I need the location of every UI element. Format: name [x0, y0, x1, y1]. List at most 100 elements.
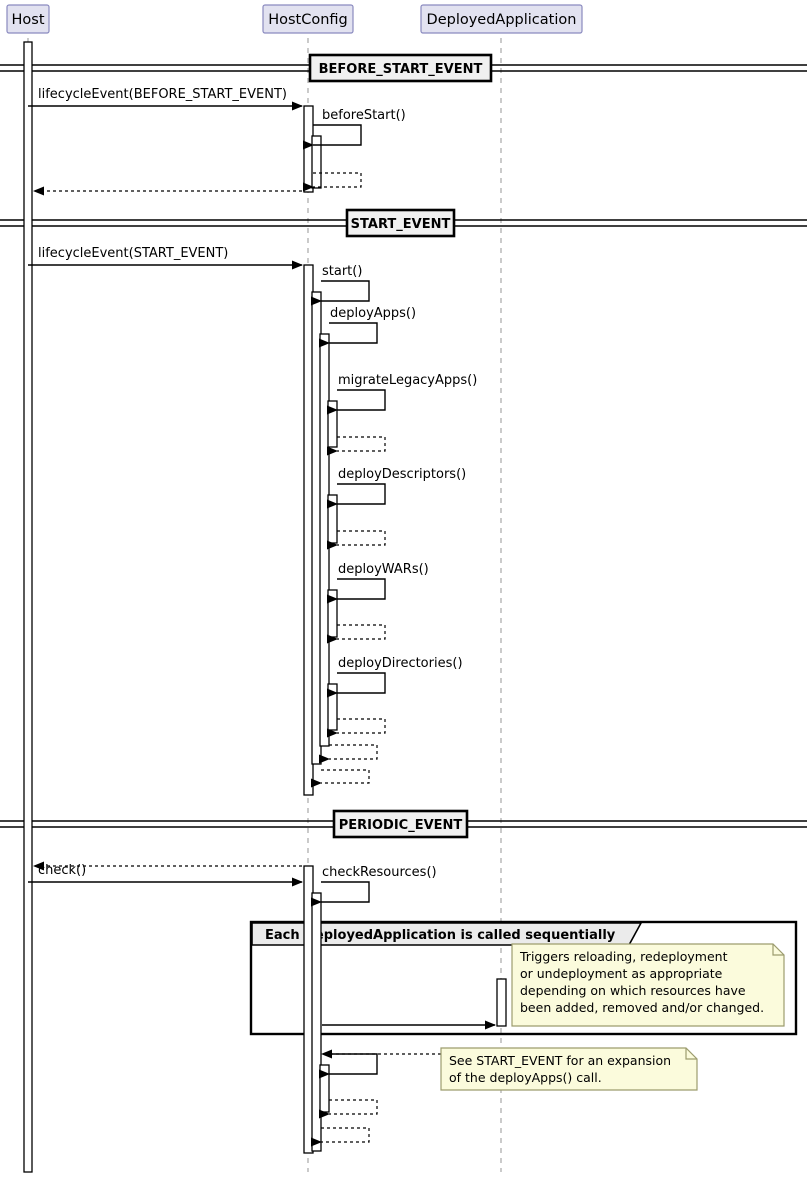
message-return-10 — [327, 530, 386, 550]
activation-bar-HostConfig — [311, 892, 322, 1152]
self-return-arrow — [327, 436, 386, 456]
message-label: checkResources() — [322, 865, 437, 880]
message-checkresources-: checkResources() — [311, 865, 437, 907]
participants-layer: Host HostConfig DeployedApplication — [6, 4, 583, 34]
self-return-arrow — [303, 172, 362, 192]
dividers-layer: BEFORE_START_EVENT START_EVENT PERIODIC_EV… — [0, 53, 807, 839]
note-fold-corner — [772, 944, 784, 956]
participant-label: Host — [11, 12, 44, 28]
message-label: lifecycleEvent(BEFORE_START_EVENT) — [38, 87, 287, 102]
message-return-8 — [327, 436, 386, 456]
message-start-: start() — [311, 264, 370, 306]
activation-bar-HostConfig — [311, 135, 322, 189]
self-return-arrow — [327, 530, 386, 550]
self-return-arrow — [319, 1099, 378, 1119]
activation-bar-DeployedApplication — [496, 978, 507, 1027]
self-return-arrow — [327, 624, 386, 644]
activation-bar-Host — [23, 41, 33, 1173]
participant-box[interactable] — [262, 4, 354, 34]
participant-DeployedApplication[interactable]: DeployedApplication — [420, 4, 583, 34]
participant-box[interactable] — [6, 4, 50, 34]
message-deployapps-: deployApps() — [319, 306, 416, 348]
self-call-arrow — [327, 672, 386, 698]
lifelines-layer — [27, 38, 502, 1172]
arrows-layer: lifecycleEvent(BEFORE_START_EVENT)before… — [28, 87, 496, 1147]
self-call-arrow — [327, 483, 386, 509]
self-call-arrow — [327, 578, 386, 604]
message-return-15 — [319, 744, 378, 764]
message-label: migrateLegacyApps() — [338, 373, 477, 388]
participant-Host[interactable]: Host — [6, 4, 50, 34]
divider-label: PERIODIC_EVENT — [339, 818, 463, 833]
message-lifecycleevent-start-event-: lifecycleEvent(START_EVENT) — [28, 246, 303, 270]
participant-box[interactable] — [420, 4, 583, 34]
message-label: beforeStart() — [322, 108, 406, 123]
message-return-22 — [319, 1053, 378, 1079]
note-body — [440, 1047, 698, 1091]
divider-PERIODIC_EVENT: PERIODIC_EVENT — [0, 809, 807, 839]
note-line: of the deployApps() call. — [449, 1070, 602, 1085]
note-line: See START_EVENT for an expansion — [449, 1053, 671, 1068]
message-label: deployDescriptors() — [338, 467, 466, 482]
self-call-arrow — [311, 280, 370, 306]
divider-box — [332, 809, 469, 839]
message-return-2 — [303, 172, 362, 192]
message-deploydescriptors-: deployDescriptors() — [327, 467, 466, 509]
activations-layer — [23, 41, 507, 1173]
message-label: deployApps() — [330, 306, 416, 321]
note-body — [511, 943, 785, 1027]
activation-bar-HostConfig — [327, 589, 338, 638]
message-lifecycleevent-before-start-event-: lifecycleEvent(BEFORE_START_EVENT) — [28, 87, 303, 111]
groups-layer: Each DeployedApplication is called seque… — [249, 920, 798, 1036]
self-return-arrow — [311, 769, 370, 788]
self-call-arrow — [319, 1053, 378, 1079]
message-return-23 — [319, 1099, 378, 1119]
self-call-arrow — [319, 322, 378, 348]
message-label: deployDirectories() — [338, 656, 463, 671]
participant-HostConfig[interactable]: HostConfig — [262, 4, 354, 34]
activation-bar-HostConfig — [327, 683, 338, 731]
self-return-arrow — [319, 744, 378, 764]
message-migratelegacyapps-: migrateLegacyApps() — [327, 373, 477, 415]
message-beforestart-: beforeStart() — [303, 108, 406, 150]
self-return-arrow — [311, 1127, 370, 1147]
notes-layer: Triggers reloading, redeployment or undep… — [440, 943, 785, 1091]
activation-bar-HostConfig — [319, 1064, 330, 1113]
message-return-14 — [327, 718, 386, 738]
self-call-arrow — [327, 389, 386, 415]
self-call-arrow — [311, 881, 370, 907]
message-label: start() — [322, 264, 362, 279]
message-return-12 — [327, 624, 386, 644]
activation-bar-HostConfig — [327, 494, 338, 544]
participant-label: HostConfig — [268, 12, 348, 28]
note-line: been added, removed and/or changed. — [520, 1000, 764, 1015]
message-return-16 — [311, 769, 370, 788]
message-deploywars-: deployWARs() — [327, 562, 429, 604]
group-frame: Each DeployedApplication is called seque… — [249, 920, 798, 1036]
message-label: check() — [38, 863, 86, 878]
note-note-deploy-apps: See START_EVENT for an expansion of the d… — [440, 1047, 698, 1091]
message-label: deployWARs() — [338, 562, 429, 577]
note-line: depending on which resources have — [520, 983, 746, 998]
self-call-arrow — [303, 124, 362, 150]
message-label: lifecycleEvent(START_EVENT) — [38, 246, 228, 261]
divider-label: BEFORE_START_EVENT — [319, 62, 483, 77]
note-note-check-resources: Triggers reloading, redeployment or undep… — [511, 943, 785, 1027]
group-header-label: Each DeployedApplication is called seque… — [265, 928, 616, 943]
note-fold-corner — [685, 1048, 697, 1060]
divider-box — [345, 208, 456, 238]
divider-START_EVENT: START_EVENT — [0, 208, 807, 238]
divider-BEFORE_START_EVENT: BEFORE_START_EVENT — [0, 53, 807, 83]
activation-bar-HostConfig — [327, 400, 338, 448]
divider-label: START_EVENT — [351, 217, 451, 232]
note-line: Triggers reloading, redeployment — [519, 949, 728, 964]
message-check-: check() — [28, 863, 303, 887]
message-return-24 — [311, 1127, 370, 1147]
participant-label: DeployedApplication — [427, 12, 577, 28]
note-line: or undeployment as appropriate — [520, 966, 723, 981]
group-border — [249, 920, 798, 1036]
self-return-arrow — [327, 718, 386, 738]
divider-box — [308, 53, 493, 83]
